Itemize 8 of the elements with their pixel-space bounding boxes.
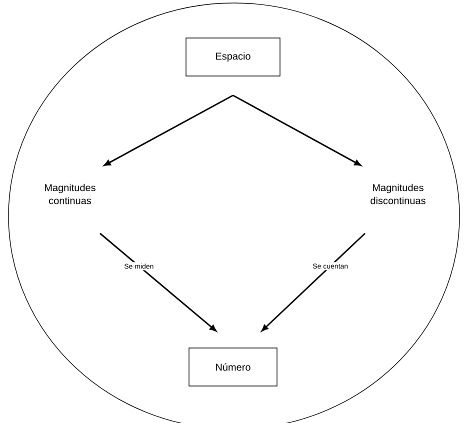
text-box: Espacio xyxy=(186,38,280,76)
arrow xyxy=(232,94,362,166)
node-label: Magnitudes discontinuas xyxy=(370,184,426,204)
node-label: Magnitudes continuas xyxy=(44,184,96,204)
arrow xyxy=(100,232,216,332)
arrow xyxy=(104,94,234,166)
arrow xyxy=(261,232,366,332)
text-box: Número xyxy=(188,348,278,386)
